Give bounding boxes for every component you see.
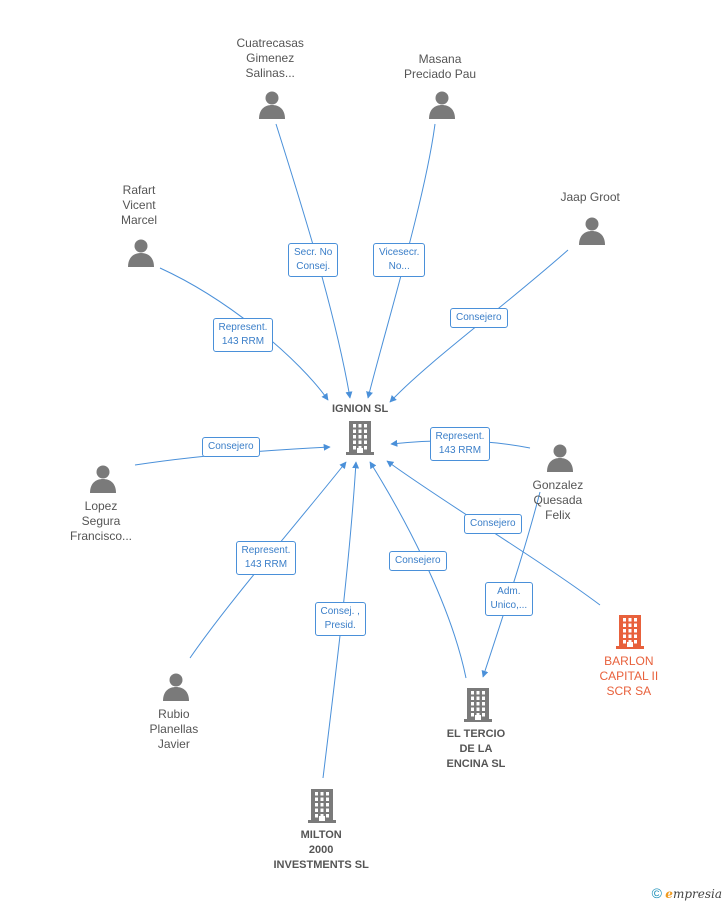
edge-label-gonzalez-to-tercio[interactable]: Adm. Unico,... <box>484 582 534 616</box>
edge-label-rafart-to-ignion[interactable]: Represent. 143 RRM <box>212 318 274 352</box>
node-rafart[interactable]: Rafart Vicent Marcel <box>121 183 157 228</box>
node-gonzalez[interactable]: Gonzalez Quesada Felix <box>533 478 584 523</box>
node-jaap[interactable]: Jaap Groot <box>561 190 620 205</box>
edge-label-masana-to-ignion[interactable]: Vicesecr. No... <box>373 243 426 277</box>
building-icon[interactable] <box>345 421 375 460</box>
node-label[interactable]: Rubio Planellas Javier <box>149 707 199 751</box>
person-icon[interactable] <box>88 463 118 498</box>
node-label[interactable]: Cuatrecasas Gimenez Salinas... <box>236 36 304 80</box>
person-icon[interactable] <box>545 442 575 477</box>
person-icon[interactable] <box>257 89 287 124</box>
node-label[interactable]: BARLON CAPITAL II SCR SA <box>599 654 659 698</box>
node-rubio[interactable]: Rubio Planellas Javier <box>150 707 199 752</box>
node-label[interactable]: Jaap Groot <box>560 190 620 204</box>
edge-label-milton-to-ignion[interactable]: Consej. , Presid. <box>314 602 366 636</box>
node-cuatrecasas[interactable]: Cuatrecasas Gimenez Salinas... <box>237 36 304 81</box>
edge-jaap-to-ignion <box>389 249 569 403</box>
node-label[interactable]: IGNION SL <box>332 403 389 415</box>
node-label[interactable]: EL TERCIO DE LA ENCINA SL <box>446 728 506 770</box>
node-tercio[interactable]: EL TERCIO DE LA ENCINA SL <box>447 727 506 772</box>
node-label[interactable]: MILTON 2000 INVESTMENTS SL <box>273 829 369 871</box>
person-icon[interactable] <box>126 237 156 272</box>
edge-label-tercio-to-ignion[interactable]: Consejero <box>389 551 447 571</box>
brand-logo[interactable]: empresia <box>665 887 722 901</box>
node-label[interactable]: Gonzalez Quesada Felix <box>532 478 584 522</box>
node-barlon[interactable]: BARLON CAPITAL II SCR SA <box>600 654 659 699</box>
node-milton[interactable]: MILTON 2000 INVESTMENTS SL <box>274 828 369 873</box>
person-icon[interactable] <box>427 89 457 124</box>
node-label[interactable]: Lopez Segura Francisco... <box>70 499 133 543</box>
person-icon[interactable] <box>577 215 607 250</box>
building-icon[interactable] <box>463 688 493 727</box>
edge-gonzalez-to-tercio <box>481 491 541 678</box>
edge-label-cuatrecasas-to-ignion[interactable]: Secr. No Consej. <box>288 243 339 277</box>
edge-label-barlon-to-ignion[interactable]: Consejero <box>464 514 522 534</box>
node-ignion[interactable]: IGNION SL <box>332 402 388 417</box>
footer-brand: © empresia <box>652 885 722 901</box>
copyright-icon: © <box>651 885 662 901</box>
person-icon[interactable] <box>161 671 191 706</box>
building-icon[interactable] <box>307 789 337 828</box>
node-lopez[interactable]: Lopez Segura Francisco... <box>70 499 132 544</box>
building-icon[interactable] <box>615 615 645 654</box>
node-label[interactable]: Rafart Vicent Marcel <box>121 183 158 227</box>
edge-label-gonzalez-to-ignion[interactable]: Represent. 143 RRM <box>429 427 491 461</box>
edge-label-rubio-to-ignion[interactable]: Represent. 143 RRM <box>235 541 297 575</box>
node-label[interactable]: Masana Preciado Pau <box>404 52 477 81</box>
node-masana[interactable]: Masana Preciado Pau <box>404 52 476 82</box>
edge-label-jaap-to-ignion[interactable]: Consejero <box>450 308 508 328</box>
edge-label-lopez-to-ignion[interactable]: Consejero <box>202 437 260 457</box>
